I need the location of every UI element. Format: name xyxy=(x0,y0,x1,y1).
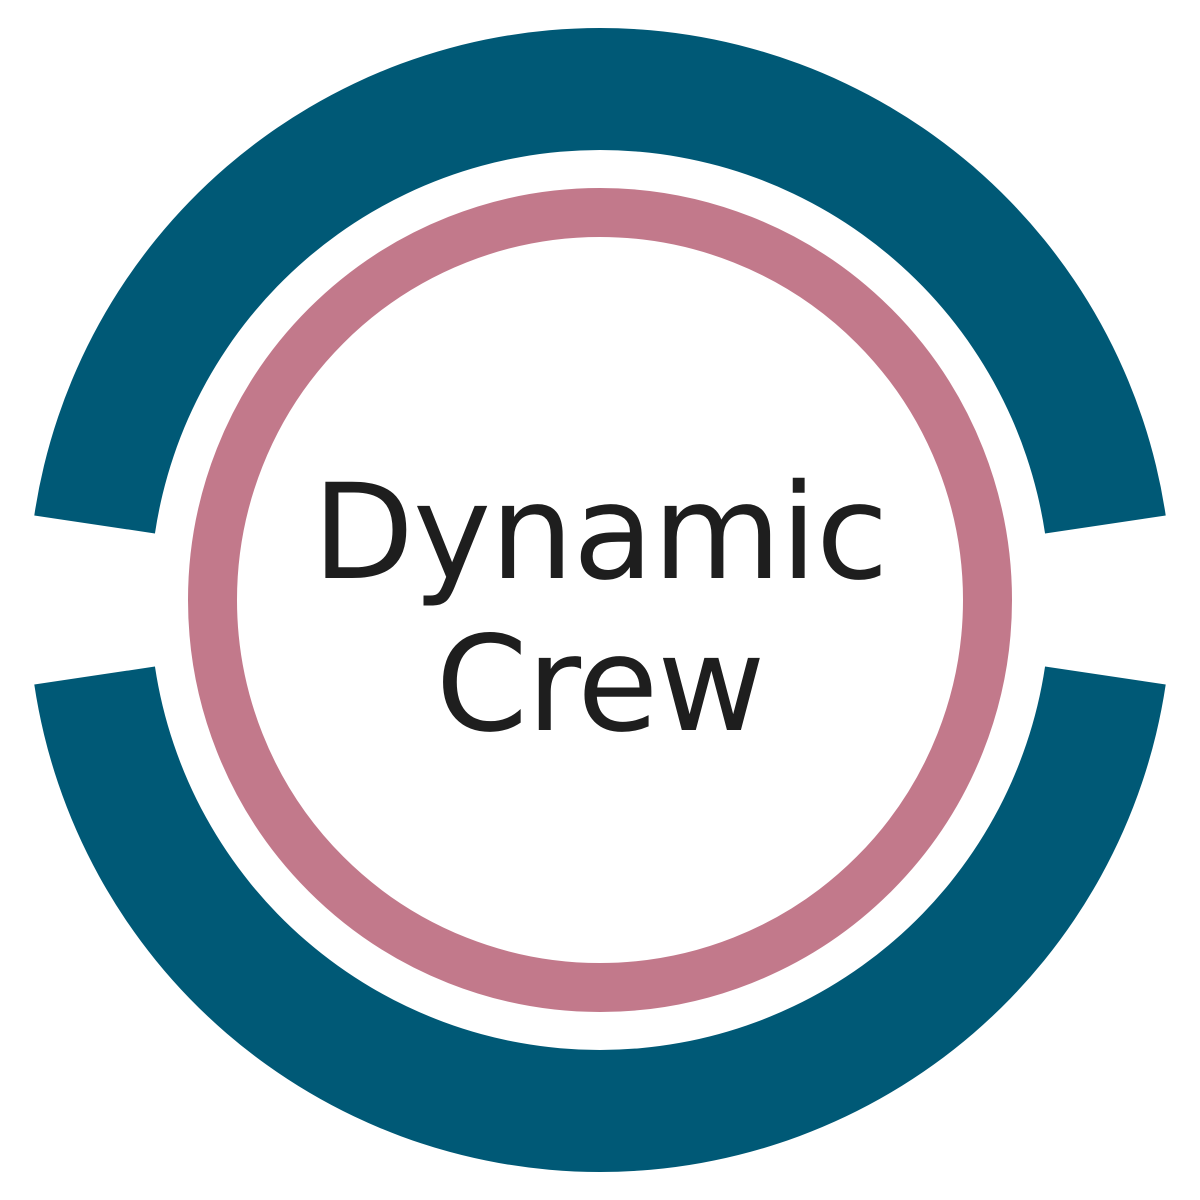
logo-title-line-2: Crew xyxy=(436,608,765,762)
logo-wordmark: Dynamic Crew xyxy=(312,456,888,762)
outer-ring-arc-top xyxy=(34,28,1166,534)
logo-title-line-1: Dynamic xyxy=(312,456,887,610)
inner-ring-group xyxy=(188,188,1012,1012)
outer-ring-arc-bottom xyxy=(34,666,1166,1172)
outer-split-ring-group xyxy=(34,28,1166,1172)
inner-ring-circle xyxy=(188,188,1012,1012)
